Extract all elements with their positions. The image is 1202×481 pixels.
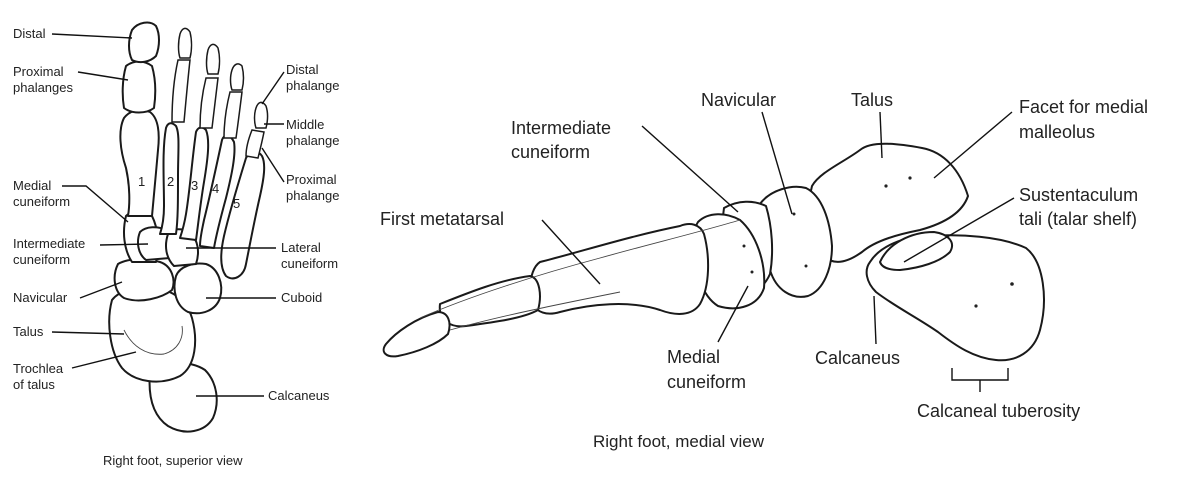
superior-view-labels: Distal Proximal phalanges Medial cuneifo… [13, 26, 149, 392]
metatarsal-1 [119, 109, 160, 217]
superior-view-right-labels: Distal phalange Middle phalange Proximal… [186, 62, 340, 403]
label-medial-cuneiform-medial-1: Medial [667, 347, 720, 367]
label-first-metatarsal: First metatarsal [380, 209, 504, 229]
metatarsal-number-5: 5 [233, 196, 240, 211]
label-distal: Distal [13, 26, 46, 41]
label-cuboid: Cuboid [281, 290, 322, 305]
toe5-phalanges [245, 101, 269, 159]
label-navicular-medial: Navicular [701, 90, 776, 110]
label-calcaneus-superior: Calcaneus [268, 388, 330, 403]
label-trochlea-1: Trochlea [13, 361, 64, 376]
metatarsal-number-3: 3 [191, 178, 198, 193]
label-lateral-cuneiform-2: cuneiform [281, 256, 338, 271]
medial-view-labels: Intermediate cuneiform Navicular Talus F… [380, 90, 1148, 421]
label-facet-1: Facet for medial [1019, 97, 1148, 117]
label-talus: Talus [13, 324, 44, 339]
label-intermediate-cuneiform-1: Intermediate [13, 236, 85, 251]
label-calcaneus-medial: Calcaneus [815, 348, 900, 368]
metatarsal-2 [159, 122, 180, 235]
label-proximal-phalange-1: Proximal [286, 172, 337, 187]
toe3-phalanges [199, 43, 221, 129]
superior-view-drawing: 1 2 3 4 5 [108, 21, 269, 433]
metatarsal-number-1: 1 [138, 174, 145, 189]
label-calcaneal-tuberosity: Calcaneal tuberosity [917, 401, 1080, 421]
label-sustentaculum-2: tali (talar shelf) [1019, 209, 1137, 229]
medial-view-drawing [382, 142, 1045, 362]
label-sustentaculum-1: Sustentaculum [1019, 185, 1138, 205]
label-talus-medial: Talus [851, 90, 893, 110]
label-distal-phalange-1: Distal [286, 62, 319, 77]
hallux-proximal-phalanx [121, 60, 157, 114]
first-metatarsal-bone [528, 223, 710, 315]
toe4-phalanges [223, 63, 245, 139]
metatarsal-number-2: 2 [167, 174, 174, 189]
label-intermediate-cuneiform-medial-2: cuneiform [511, 142, 590, 162]
label-medial-cuneiform-2: cuneiform [13, 194, 70, 209]
metatarsal-3 [179, 126, 210, 241]
label-intermediate-cuneiform-2: cuneiform [13, 252, 70, 267]
label-middle-phalange-1: Middle [286, 117, 324, 132]
label-intermediate-cuneiform-medial-1: Intermediate [511, 118, 611, 138]
label-proximal-phalanges-1: Proximal [13, 64, 64, 79]
label-navicular: Navicular [13, 290, 68, 305]
caption-medial-view: Right foot, medial view [593, 432, 765, 451]
metatarsal-4 [199, 134, 236, 249]
label-trochlea-2: of talus [13, 377, 55, 392]
label-medial-cuneiform-medial-2: cuneiform [667, 372, 746, 392]
navicular-bone [113, 258, 175, 302]
label-middle-phalange-2: phalange [286, 133, 340, 148]
label-distal-phalange-2: phalange [286, 78, 340, 93]
label-facet-2: malleolus [1019, 122, 1095, 142]
label-proximal-phalanges-2: phalanges [13, 80, 73, 95]
metatarsal-5 [220, 150, 266, 280]
hallux-distal-phalanx [128, 21, 160, 64]
hallux-proximal-phalanx-medial [438, 275, 541, 328]
caption-superior-view: Right foot, superior view [103, 453, 243, 468]
label-proximal-phalange-2: phalange [286, 188, 340, 203]
label-lateral-cuneiform-1: Lateral [281, 240, 321, 255]
hallux-distal-phalanx-medial [382, 311, 451, 358]
metatarsal-number-4: 4 [212, 181, 219, 196]
tuberosity-bracket [951, 368, 1009, 381]
toe2-phalanges [171, 27, 193, 123]
label-medial-cuneiform-1: Medial [13, 178, 51, 193]
sustentaculum-tali [879, 231, 953, 271]
cuboid-bone [173, 262, 223, 315]
